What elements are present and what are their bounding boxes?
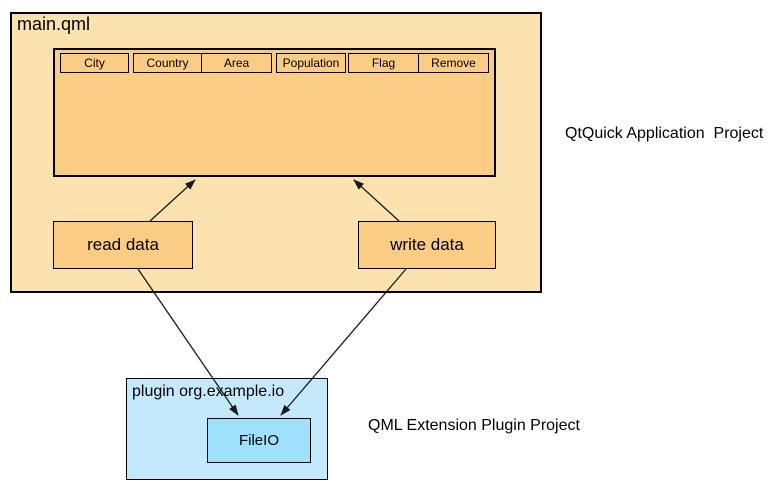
main-qml-label: main.qml	[17, 14, 91, 34]
column-header-population: Population	[276, 53, 346, 73]
caption-qml-extension-plugin-project: QML Extension Plugin Project	[368, 417, 580, 434]
column-header-country: Country	[133, 53, 202, 73]
column-header-flag: Flag	[348, 53, 419, 73]
read-data-label: read data	[87, 235, 159, 254]
column-header-city: City	[60, 53, 129, 73]
caption-qtquick-application-project: QtQuick Application Project	[565, 125, 764, 142]
plugin-label: plugin org.example.io	[132, 383, 285, 400]
column-header-area: Area	[201, 53, 272, 73]
fileio-box: FileIO	[207, 418, 311, 463]
column-header-remove: Remove	[418, 53, 489, 73]
write-data-label: write data	[390, 235, 464, 254]
read-data-box: read data	[53, 221, 193, 269]
fileio-label: FileIO	[238, 432, 279, 449]
write-data-box: write data	[358, 221, 496, 269]
